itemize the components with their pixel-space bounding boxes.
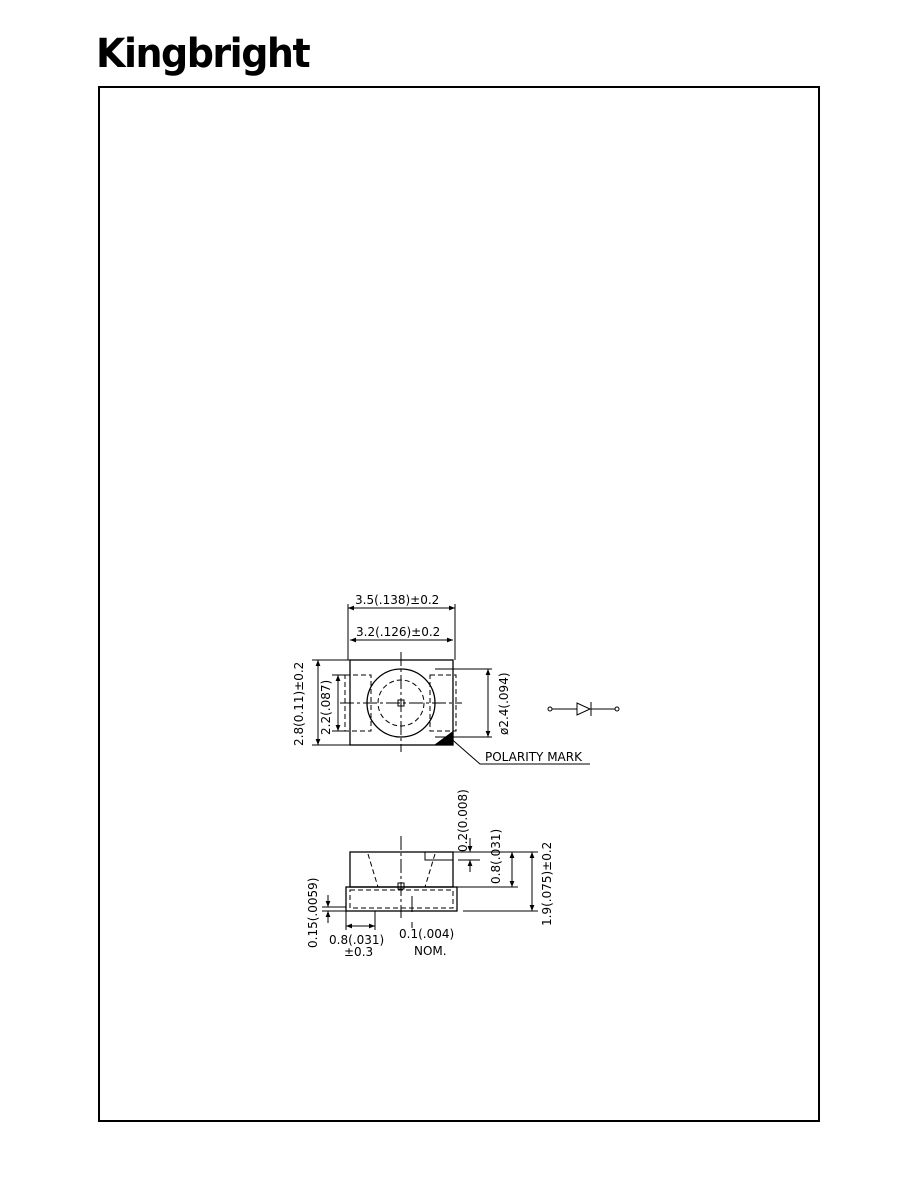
top-height-label: 0.8(.031) xyxy=(489,829,503,884)
polarity-mark-label: POLARITY MARK xyxy=(485,750,583,764)
body-width-label: 3.2(.126)±0.2 xyxy=(356,625,440,639)
terminal-length-value: 0.8(.031) xyxy=(329,933,384,947)
side-base xyxy=(345,886,458,912)
diode-symbol-icon xyxy=(547,702,620,716)
top-view xyxy=(312,604,590,765)
terminal-thickness-label: 0.15(.0059) xyxy=(306,878,320,948)
pad-height-label: 2.2(.087) xyxy=(319,680,333,735)
overall-width-label: 3.5(.138)±0.2 xyxy=(355,593,439,607)
lens-diameter-label: ø2.4(.094) xyxy=(497,672,511,735)
right-pad xyxy=(429,674,457,732)
drawing-frame xyxy=(98,86,820,1122)
lens-gap-label: 0.2(0.008) xyxy=(456,789,470,852)
side-view xyxy=(322,836,538,930)
overall-height-label: 2.8(0.11)±0.2 xyxy=(292,662,306,746)
chip-offset-note: NOM. xyxy=(414,944,447,958)
terminal-length-tol: ±0.3 xyxy=(344,945,373,959)
total-height-label: 1.9(.075)±0.2 xyxy=(540,842,554,926)
chip-offset-value: 0.1(.004) xyxy=(399,927,454,941)
polarity-mark xyxy=(434,731,453,745)
side-chip xyxy=(397,882,405,890)
kingbright-logo: Kingbright xyxy=(96,30,311,77)
